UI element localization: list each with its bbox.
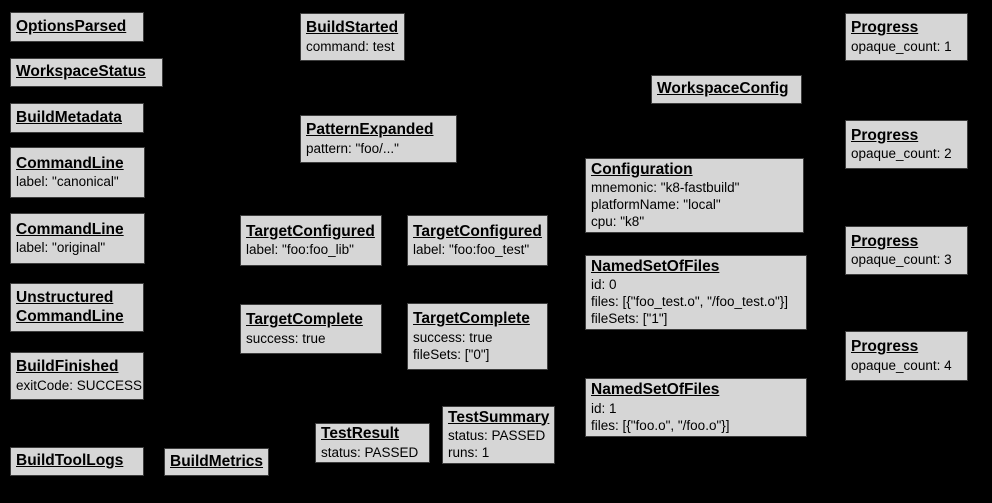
node-title: Configuration (591, 160, 693, 178)
node-title: NamedSetOfFiles (591, 257, 720, 275)
node-build-metrics: BuildMetrics (164, 448, 269, 476)
node-progress-2: Progress opaque_count: 2 (845, 120, 968, 169)
node-detail: platformName: "local" (591, 197, 721, 213)
node-detail: cpu: "k8" (591, 214, 645, 230)
node-title: TargetComplete (413, 310, 530, 328)
node-command-line-original: CommandLine label: "original" (10, 213, 145, 264)
node-detail: id: 1 (591, 400, 617, 416)
node-title: CommandLine (16, 220, 124, 238)
node-title: PatternExpanded (306, 121, 434, 139)
node-title: Progress (851, 126, 919, 144)
node-title: TestSummary (448, 408, 550, 426)
node-detail: success: true (246, 330, 326, 346)
node-target-configured-foo-lib: TargetConfigured label: "foo:foo_lib" (240, 215, 382, 266)
node-detail: opaque_count: 3 (851, 252, 952, 268)
node-detail: files: [{"foo.o", "/foo.o"}] (591, 417, 730, 433)
node-detail: files: [{"foo_test.o", "/foo_test.o"}] (591, 294, 789, 310)
node-detail: fileSets: ["1"] (591, 311, 668, 327)
node-title: TargetComplete (246, 311, 363, 329)
node-title: OptionsParsed (16, 17, 127, 35)
node-detail: status: PASSED (321, 444, 419, 460)
node-title: Unstructured (16, 288, 114, 306)
node-progress-3: Progress opaque_count: 3 (845, 226, 968, 275)
node-title: TargetConfigured (413, 222, 542, 240)
node-detail: label: "foo:foo_lib" (246, 242, 354, 258)
node-title: BuildMetadata (16, 108, 122, 126)
node-detail: opaque_count: 1 (851, 38, 952, 54)
node-detail: id: 0 (591, 277, 617, 293)
node-build-tool-logs: BuildToolLogs (10, 447, 144, 476)
node-title: Progress (851, 338, 919, 356)
node-detail: opaque_count: 4 (851, 357, 952, 373)
node-detail: fileSets: ["0"] (413, 346, 490, 362)
node-detail: runs: 1 (448, 445, 490, 461)
node-detail: label: "foo:foo_test" (413, 242, 530, 258)
node-workspace-status: WorkspaceStatus (10, 58, 163, 87)
node-title: BuildStarted (306, 19, 399, 37)
node-detail: label: "original" (16, 240, 106, 256)
node-title: Progress (851, 232, 919, 250)
node-title: BuildMetrics (170, 452, 264, 470)
node-detail: opaque_count: 2 (851, 146, 952, 162)
node-title: WorkspaceStatus (16, 63, 146, 81)
node-detail: label: "canonical" (16, 174, 119, 190)
node-detail: mnemonic: "k8-fastbuild" (591, 180, 740, 196)
node-title: BuildFinished (16, 358, 119, 376)
node-target-configured-foo-test: TargetConfigured label: "foo:foo_test" (407, 215, 548, 266)
node-title: Progress (851, 19, 919, 37)
node-workspace-config: WorkspaceConfig (651, 75, 802, 104)
node-configuration: Configuration mnemonic: "k8-fastbuild"pla… (585, 158, 804, 233)
node-title: WorkspaceConfig (657, 80, 789, 98)
node-command-line-canonical: CommandLine label: "canonical" (10, 147, 145, 198)
node-detail: status: PASSED (448, 428, 546, 444)
node-title: NamedSetOfFiles (591, 381, 720, 399)
node-build-metadata: BuildMetadata (10, 103, 144, 133)
node-title: TargetConfigured (246, 222, 375, 240)
node-title: TestResult (321, 425, 400, 443)
node-detail: pattern: "foo/..." (306, 140, 399, 156)
node-options-parsed: OptionsParsed (10, 12, 144, 42)
node-detail: success: true (413, 329, 493, 345)
node-detail: exitCode: SUCCESS (16, 377, 143, 393)
node-detail: command: test (306, 38, 395, 54)
node-title: BuildToolLogs (16, 452, 124, 470)
node-title: CommandLine (16, 307, 124, 325)
node-title: CommandLine (16, 154, 124, 172)
